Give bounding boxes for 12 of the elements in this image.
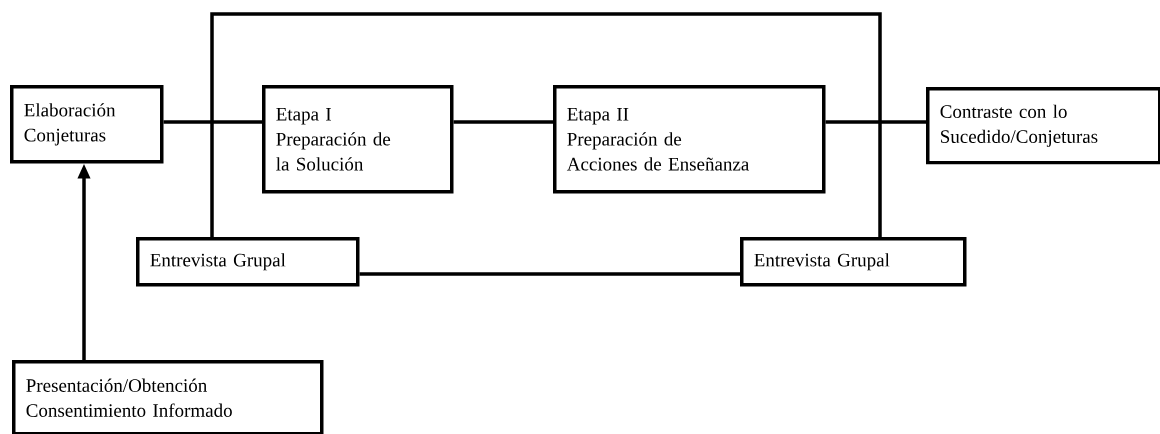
process-box: Elaboración Conjeturas bbox=[10, 85, 164, 164]
connector-line bbox=[210, 12, 882, 237]
connector-line bbox=[453, 120, 553, 124]
connector-line bbox=[359, 272, 740, 276]
connector-line bbox=[163, 120, 262, 124]
process-box: Entrevista Grupal bbox=[740, 237, 967, 287]
process-box: Etapa I Preparación de la Solución bbox=[262, 85, 454, 194]
connector-line bbox=[825, 120, 926, 124]
process-box: Etapa II Preparación de Acciones de Enseñanza bbox=[553, 85, 826, 194]
process-box: Entrevista Grupal bbox=[136, 237, 360, 287]
process-box: Presentación/Obtención Consentimiento Informado bbox=[12, 360, 324, 434]
process-box: Contraste con lo Sucedido/Conjeturas bbox=[926, 87, 1160, 165]
